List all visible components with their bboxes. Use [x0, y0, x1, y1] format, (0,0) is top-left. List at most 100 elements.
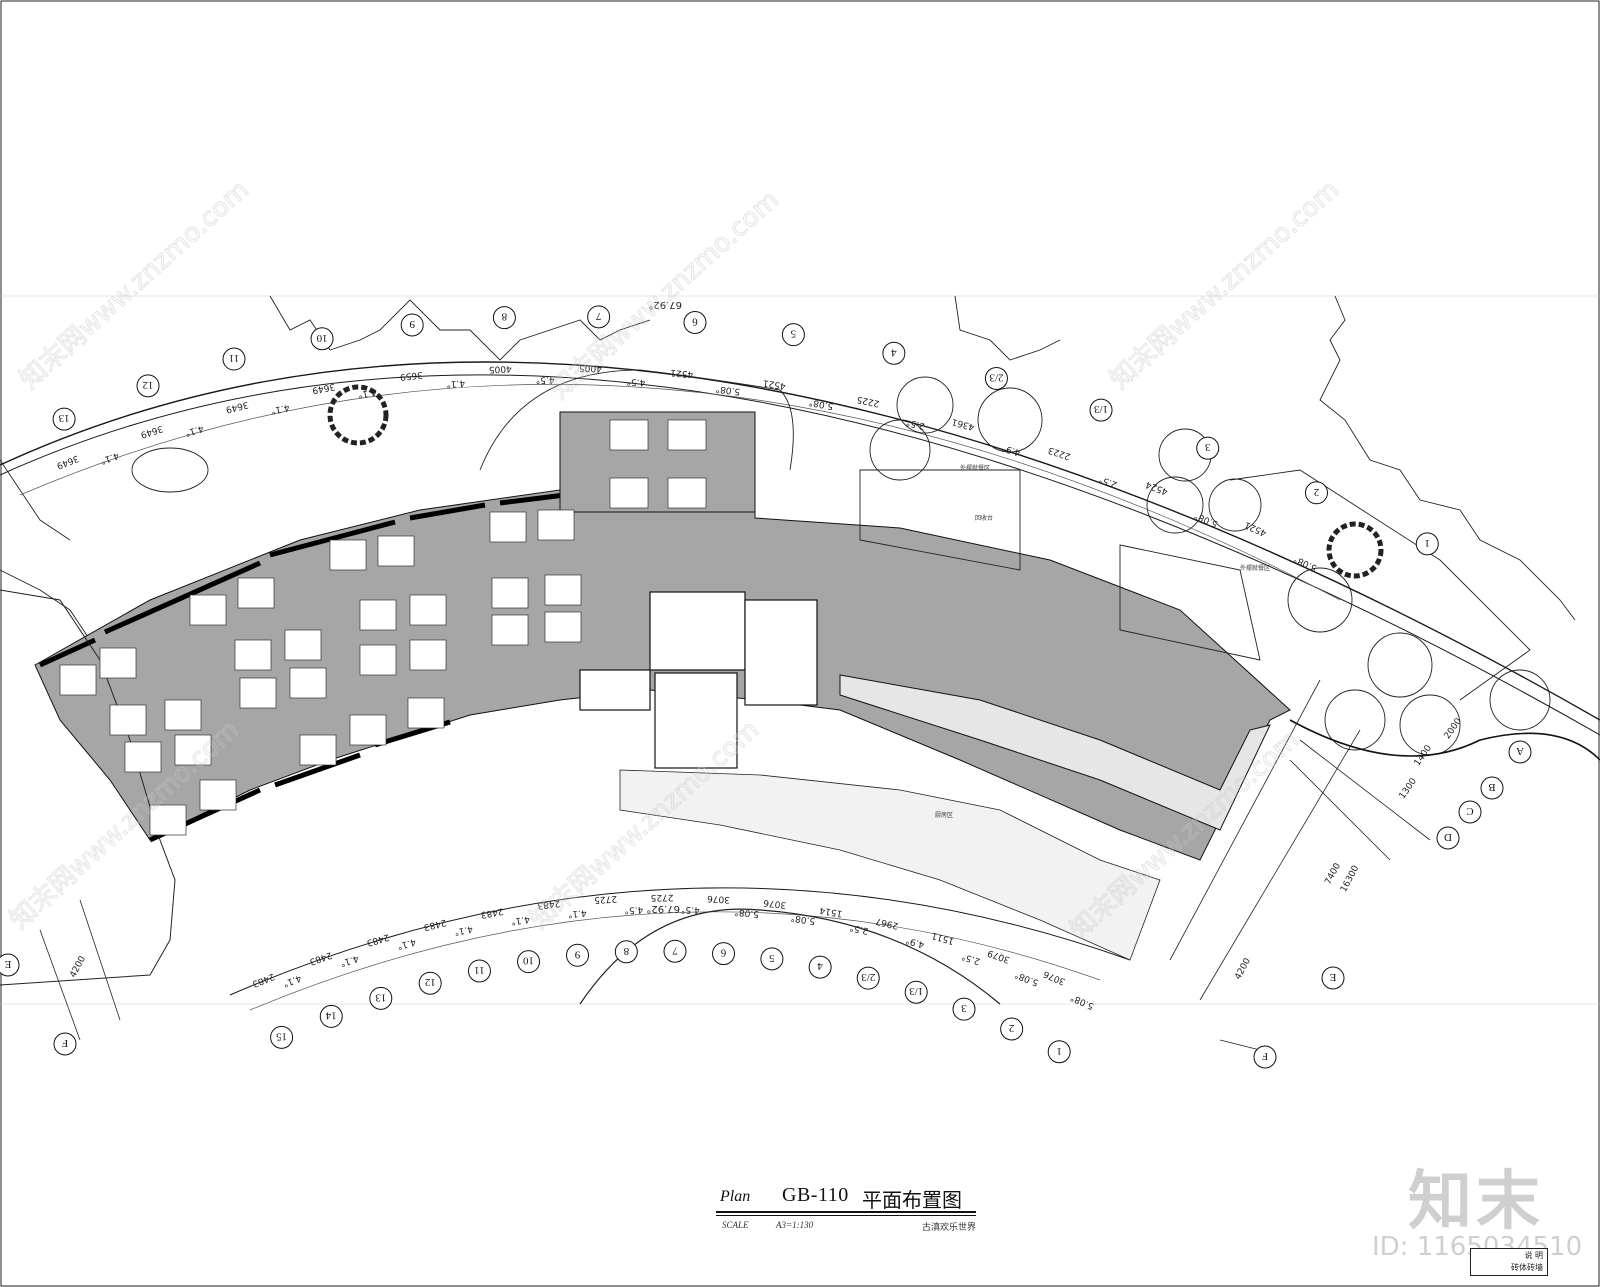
terrace-outline [1229, 469, 1531, 701]
table [491, 614, 529, 646]
tree-icon [1208, 478, 1262, 532]
tree-icon [1287, 567, 1353, 633]
axis-bubble [904, 980, 928, 1004]
outer-dim-label-25: 5.08° [1193, 510, 1220, 529]
table [409, 594, 447, 626]
inner-dim-label-7: 4.1° [453, 923, 473, 937]
watermark-text: 知末网www.znzmo.com [1105, 175, 1345, 395]
outer-dim-label-10: 4005 [489, 363, 512, 374]
outer-axis-bubble-3: 10 [310, 327, 334, 351]
axis-bubble [984, 366, 1008, 390]
axis-bubble [882, 341, 906, 365]
outer-axis-bubble-6: 7 [587, 305, 611, 329]
axis-label: 9 [574, 948, 580, 960]
outer-dimension-arc-1 [0, 361, 1600, 721]
outer-axis-bubble-11: 1/3 [1089, 398, 1113, 422]
inner-dimension-arc-2 [249, 911, 1101, 1011]
inner-dim-label-15: 4.5° [681, 904, 700, 914]
inner-dim-label-17: 5.08° [734, 906, 759, 918]
outer-dim-label-22: 2223 [1047, 444, 1072, 461]
right-sweep [1289, 719, 1600, 761]
inner-axis-bubble-13: 1/3 [904, 980, 928, 1004]
table [359, 644, 397, 676]
outer-axis-bubble-4: 9 [400, 313, 424, 337]
inner-courtyard-arc [579, 908, 1001, 1005]
terrace-outline [1119, 544, 1261, 661]
axis-label: F [1262, 1050, 1268, 1062]
axis-bubble [683, 311, 707, 334]
inner-dimension-arc-1 [229, 887, 1131, 996]
radial-dimension-lines [39, 679, 1431, 1051]
axis-label: 4 [817, 960, 823, 972]
outer-dimension-arc-3 [19, 384, 1341, 601]
outer-dim-label-26: 4521 [1243, 519, 1268, 537]
axis-label: 6 [720, 947, 726, 959]
inner-dim-label-14: 2725 [651, 892, 674, 902]
inner-dim-label-9: 4.1° [510, 913, 530, 926]
outer-dim-label-7: 4.1° [357, 387, 377, 400]
inner-dim-label-3: 4.1° [339, 953, 360, 968]
axis-label: D [1444, 831, 1452, 843]
table [189, 594, 227, 626]
title-block: Plan GB-110 平面布置图 SCALE A3=1:130 古滇欢乐世界 [700, 1178, 1000, 1234]
axis-bubble [136, 374, 160, 398]
outer-axis-bubble-0: 13 [52, 407, 76, 431]
outer-dim-label-0: 3649 [55, 453, 80, 471]
axis-bubble [492, 306, 516, 330]
terrain-line-right [954, 295, 1576, 621]
inner-axis-bubble-4: 11 [467, 959, 491, 983]
axis-bubble [1047, 1040, 1071, 1064]
outer-dim-label-21: 4.9° [1001, 442, 1022, 457]
outer-axis-bubble-12: 3 [1196, 436, 1220, 460]
radial-axis-bubble-7: E [0, 953, 20, 977]
inner-dim-label-25: 2.5° [961, 951, 982, 966]
outer-axis-bubble-8: 5 [781, 323, 805, 347]
table [409, 639, 447, 671]
inner-axis-bubble-9: 6 [712, 942, 736, 966]
watermark-text: 知末网www.znzmo.com [15, 175, 255, 395]
tree-icon [1146, 476, 1204, 534]
axis-label: 8 [501, 311, 507, 323]
inner-axis-bubble-14: 3 [952, 997, 976, 1021]
axis-label: 12 [425, 976, 436, 988]
bar-counter [839, 674, 1271, 831]
axis-label: E [4, 958, 11, 970]
table [234, 639, 272, 671]
zone-kitchen: 厨房区 [935, 811, 953, 819]
wall-segment [103, 560, 262, 635]
axis-label: E [1329, 971, 1336, 983]
axis-label: 3 [1204, 441, 1210, 453]
inner-axis-bubble-8: 7 [663, 939, 687, 963]
radial-dim-label-5: 4200 [1233, 956, 1253, 981]
inner-dim-label-26: 3079 [986, 947, 1011, 964]
axis-label: 14 [325, 1009, 337, 1021]
axis-bubble [0, 953, 20, 977]
axis-bubble [663, 939, 687, 963]
inner-dim-label-0: 2483 [251, 971, 276, 989]
axis-label: 10 [316, 332, 328, 344]
axis-bubble [1321, 966, 1345, 990]
outer-dim-label-16: 4521 [762, 377, 786, 390]
table [349, 714, 387, 746]
axis-bubble [952, 997, 976, 1021]
project-name: 古滇欢乐世界 [922, 1223, 977, 1233]
radial-line [1289, 759, 1391, 861]
axis-bubble [781, 323, 805, 347]
table [667, 477, 707, 509]
table [544, 574, 582, 606]
wall-segment [269, 519, 396, 558]
radial-axis-bubble-3: D [1436, 826, 1460, 850]
wall-segment [38, 637, 97, 668]
kitchen-area [619, 769, 1161, 961]
legend-box: 说 明 砖体砖墙 [1470, 1248, 1548, 1276]
table [544, 611, 582, 643]
outer-dim-label-27: 5.08° [1292, 553, 1318, 572]
tree-icon [1489, 669, 1551, 731]
inner-dim-label-1: 4.1° [281, 972, 302, 988]
axis-label: 2 [1314, 486, 1320, 498]
inner-axis-bubble-5: 10 [517, 950, 541, 974]
radial-line [1219, 1039, 1261, 1051]
